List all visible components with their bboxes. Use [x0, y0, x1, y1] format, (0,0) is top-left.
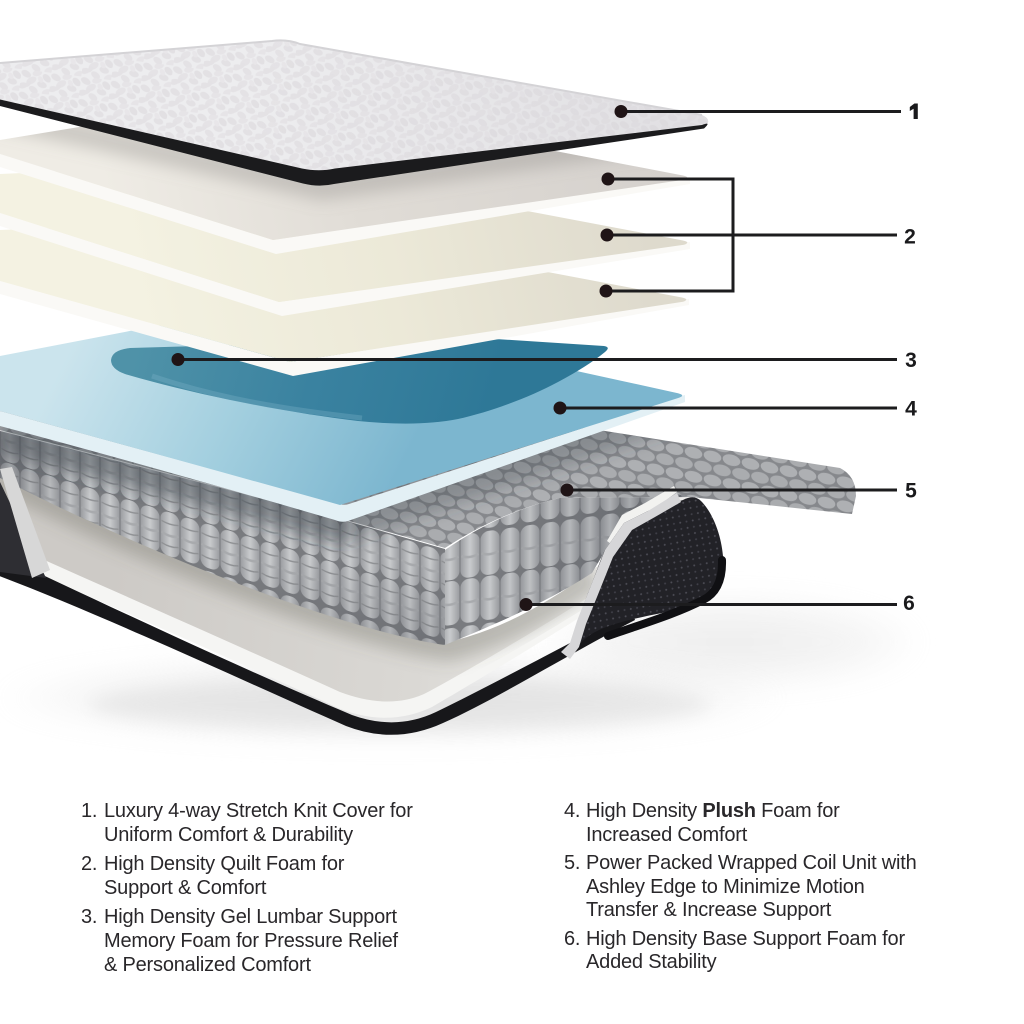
- svg-text:3: 3: [905, 349, 917, 372]
- svg-text:4: 4: [905, 398, 917, 421]
- svg-text:2: 2: [904, 226, 916, 249]
- svg-text:6: 6: [903, 592, 915, 615]
- svg-text:5: 5: [905, 480, 917, 503]
